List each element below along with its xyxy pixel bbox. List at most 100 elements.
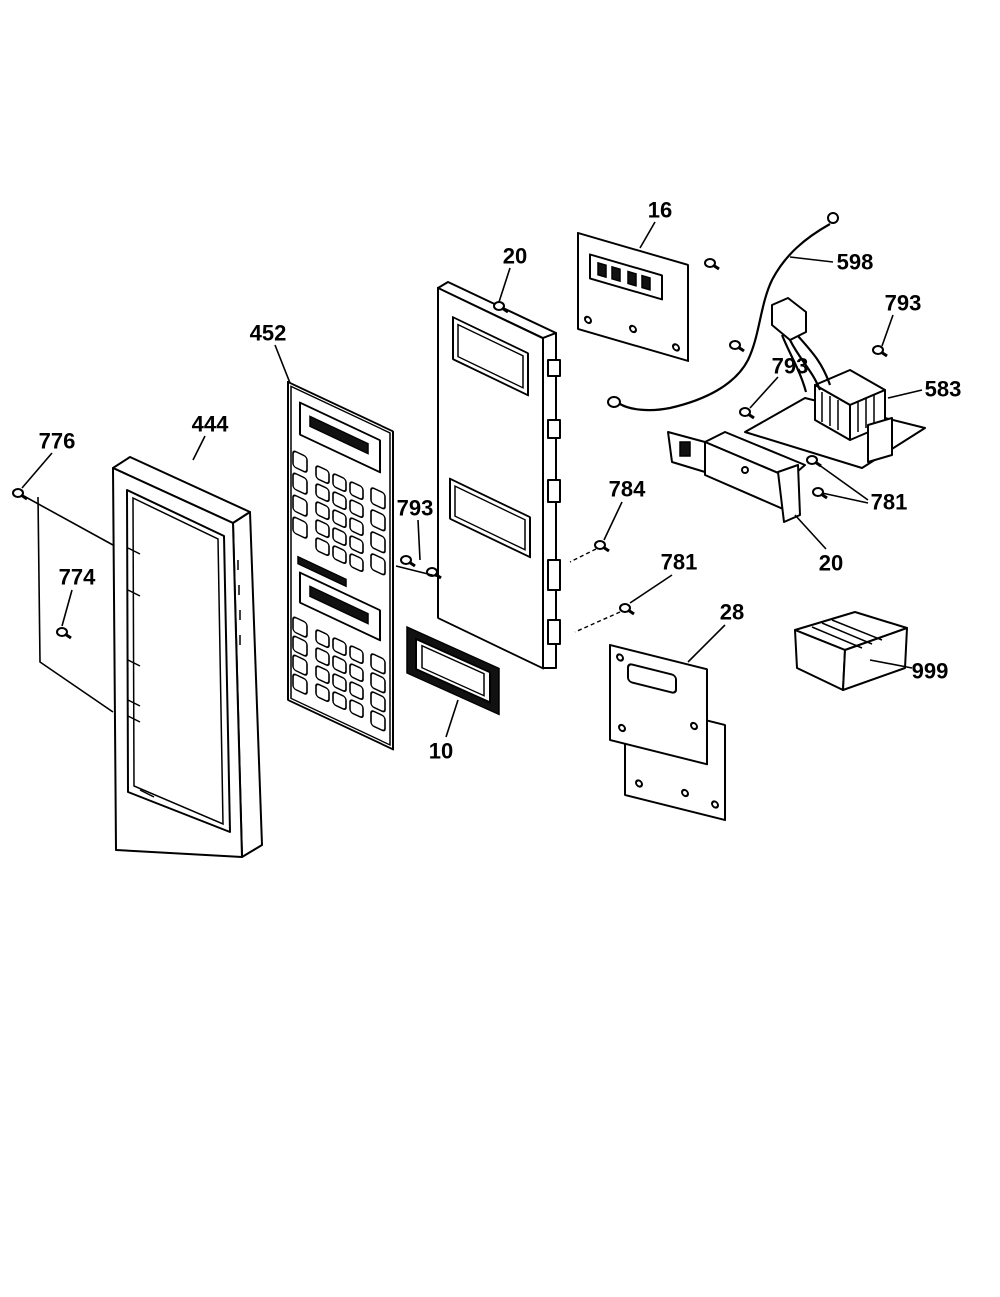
keypad-key bbox=[370, 531, 386, 554]
leader-line bbox=[21, 452, 53, 489]
harness-plug bbox=[771, 297, 807, 341]
harness-end-terminal bbox=[607, 396, 621, 408]
leader-line bbox=[821, 492, 869, 504]
callout-776: 776 bbox=[39, 429, 76, 454]
callout-784: 784 bbox=[609, 477, 646, 502]
leader-line bbox=[639, 221, 656, 249]
harness-ring-terminal bbox=[827, 212, 839, 224]
back-plate-hole bbox=[711, 800, 719, 809]
callout-20-housing: 20 bbox=[503, 244, 527, 269]
keypad-key bbox=[370, 553, 386, 576]
keypad-key bbox=[370, 691, 386, 713]
keypad-key bbox=[349, 663, 364, 683]
part-display-board bbox=[577, 231, 689, 362]
leader-line bbox=[603, 501, 623, 541]
front-plate-hole bbox=[618, 723, 626, 733]
part-display-window bbox=[406, 625, 500, 716]
leader-line bbox=[498, 267, 511, 303]
display-digits bbox=[597, 261, 651, 291]
plug-wire bbox=[780, 334, 808, 393]
keypad-key bbox=[315, 483, 330, 503]
leader-line bbox=[789, 256, 834, 263]
keypad-key bbox=[349, 553, 364, 573]
keypad-key bbox=[332, 473, 347, 493]
callout-583: 583 bbox=[925, 377, 962, 402]
overlay-inner-border bbox=[290, 385, 391, 747]
leader-line bbox=[887, 389, 923, 399]
part-control-housing bbox=[437, 281, 561, 670]
frame-opening bbox=[126, 489, 231, 833]
keypad-key bbox=[292, 516, 308, 539]
keypad-key bbox=[292, 450, 308, 473]
box-side bbox=[842, 627, 908, 691]
plug-wire bbox=[789, 339, 822, 391]
keypad-key bbox=[332, 655, 347, 675]
part-wire-harness bbox=[607, 212, 839, 412]
keypad-key bbox=[370, 710, 386, 732]
back-plate-hole bbox=[681, 788, 689, 798]
keypad-key bbox=[332, 637, 347, 657]
display-digit bbox=[627, 270, 637, 287]
screw-793-board bbox=[738, 406, 756, 420]
keypad-key bbox=[292, 616, 308, 638]
keypad-key bbox=[332, 491, 347, 511]
overlay-display-upper-digits bbox=[309, 415, 369, 455]
transformer-laminations bbox=[821, 392, 875, 432]
callout-781-board: 781 bbox=[871, 490, 908, 515]
leader-line bbox=[629, 574, 673, 604]
keypad-key bbox=[332, 691, 347, 711]
leader-line bbox=[687, 624, 726, 663]
back-plate-hole bbox=[635, 779, 643, 788]
part-box bbox=[794, 611, 908, 691]
bracket-left-slot bbox=[679, 441, 691, 457]
assembly-line bbox=[395, 565, 441, 578]
keypad-key bbox=[349, 645, 364, 665]
keypad-key bbox=[315, 683, 330, 703]
front-plate-hole bbox=[690, 721, 698, 731]
leader-line bbox=[445, 699, 459, 738]
keypad-key bbox=[332, 509, 347, 529]
keypad-key bbox=[315, 537, 330, 557]
housing-window-lower-inner bbox=[454, 485, 526, 551]
display-board-outline bbox=[577, 231, 689, 362]
bracket-right-tab bbox=[777, 464, 801, 523]
callout-598: 598 bbox=[837, 250, 874, 275]
keypad-key bbox=[315, 665, 330, 685]
window-pane bbox=[415, 637, 491, 704]
part-control-board bbox=[609, 643, 726, 822]
bracket-hole bbox=[741, 466, 749, 474]
overlay-outline bbox=[287, 380, 394, 751]
assembly-line bbox=[21, 494, 114, 546]
frame-inner-lip bbox=[132, 496, 224, 826]
leader-line bbox=[869, 659, 913, 669]
leader-line bbox=[192, 435, 206, 461]
overlay-brand-strip bbox=[297, 555, 347, 588]
screw-784 bbox=[593, 539, 611, 553]
screw-774 bbox=[55, 626, 73, 640]
display-board-hole bbox=[584, 315, 592, 325]
display-board-screw bbox=[703, 257, 721, 271]
housing-window-upper-inner bbox=[457, 323, 524, 389]
display-digit bbox=[611, 265, 621, 283]
screw-793-top bbox=[871, 344, 889, 358]
keypad-key bbox=[292, 472, 308, 495]
frame-clips bbox=[127, 547, 155, 798]
keypad-key bbox=[315, 501, 330, 521]
keypad-key bbox=[332, 545, 347, 565]
keypad-key bbox=[370, 487, 386, 510]
leader-line bbox=[814, 461, 869, 501]
window-inner-edge bbox=[421, 644, 485, 697]
callout-793-top: 793 bbox=[885, 291, 922, 316]
keypad-key bbox=[349, 699, 364, 719]
keypad-key bbox=[349, 681, 364, 701]
assembly-line bbox=[37, 496, 114, 713]
leader-line bbox=[61, 589, 73, 627]
assembly-line bbox=[574, 611, 621, 633]
leader-lines bbox=[21, 221, 923, 738]
keypad-key bbox=[292, 673, 308, 695]
keypad-key bbox=[292, 494, 308, 517]
callout-28: 28 bbox=[720, 600, 744, 625]
keypad-key bbox=[315, 629, 330, 649]
keypad-key bbox=[370, 672, 386, 694]
